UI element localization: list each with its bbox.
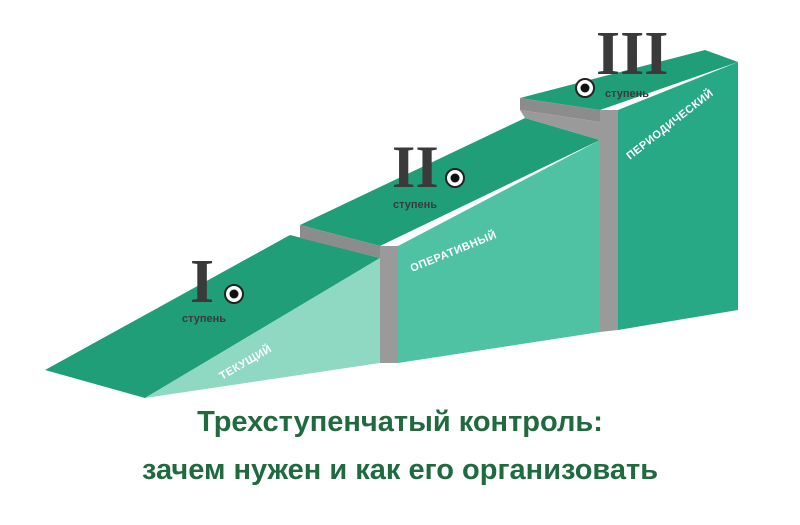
step-2-marker-dot [450,173,460,183]
step-3-top-face [520,50,738,110]
step-1-top-face [45,235,380,398]
step-2-front-face [398,140,600,363]
step-3-block [520,50,738,332]
step-1-word: ступень [182,313,226,325]
step-1-numeral: I [190,248,214,316]
caption-line-1: Трехступенчатый контроль: [197,406,603,438]
caption-line-2: зачем нужен и как его организовать [141,454,659,486]
step-3-marker-dot [580,83,590,93]
step-1-front-face [145,258,380,398]
step-1-ramp [45,235,380,398]
step-3-side-riser [600,110,618,332]
step-2-riser [300,225,380,258]
step-3-riser [520,98,600,122]
step-3-numeral: III [596,20,668,88]
step-3-word: ступень [605,88,649,100]
step-2-side-riser [380,246,398,363]
step-3-riser-lower [520,110,600,140]
step-2-numeral: II [392,134,439,200]
step-2-word: ступень [393,199,437,211]
step-1-marker-dot [229,289,239,299]
step-3-front-face [618,62,738,330]
